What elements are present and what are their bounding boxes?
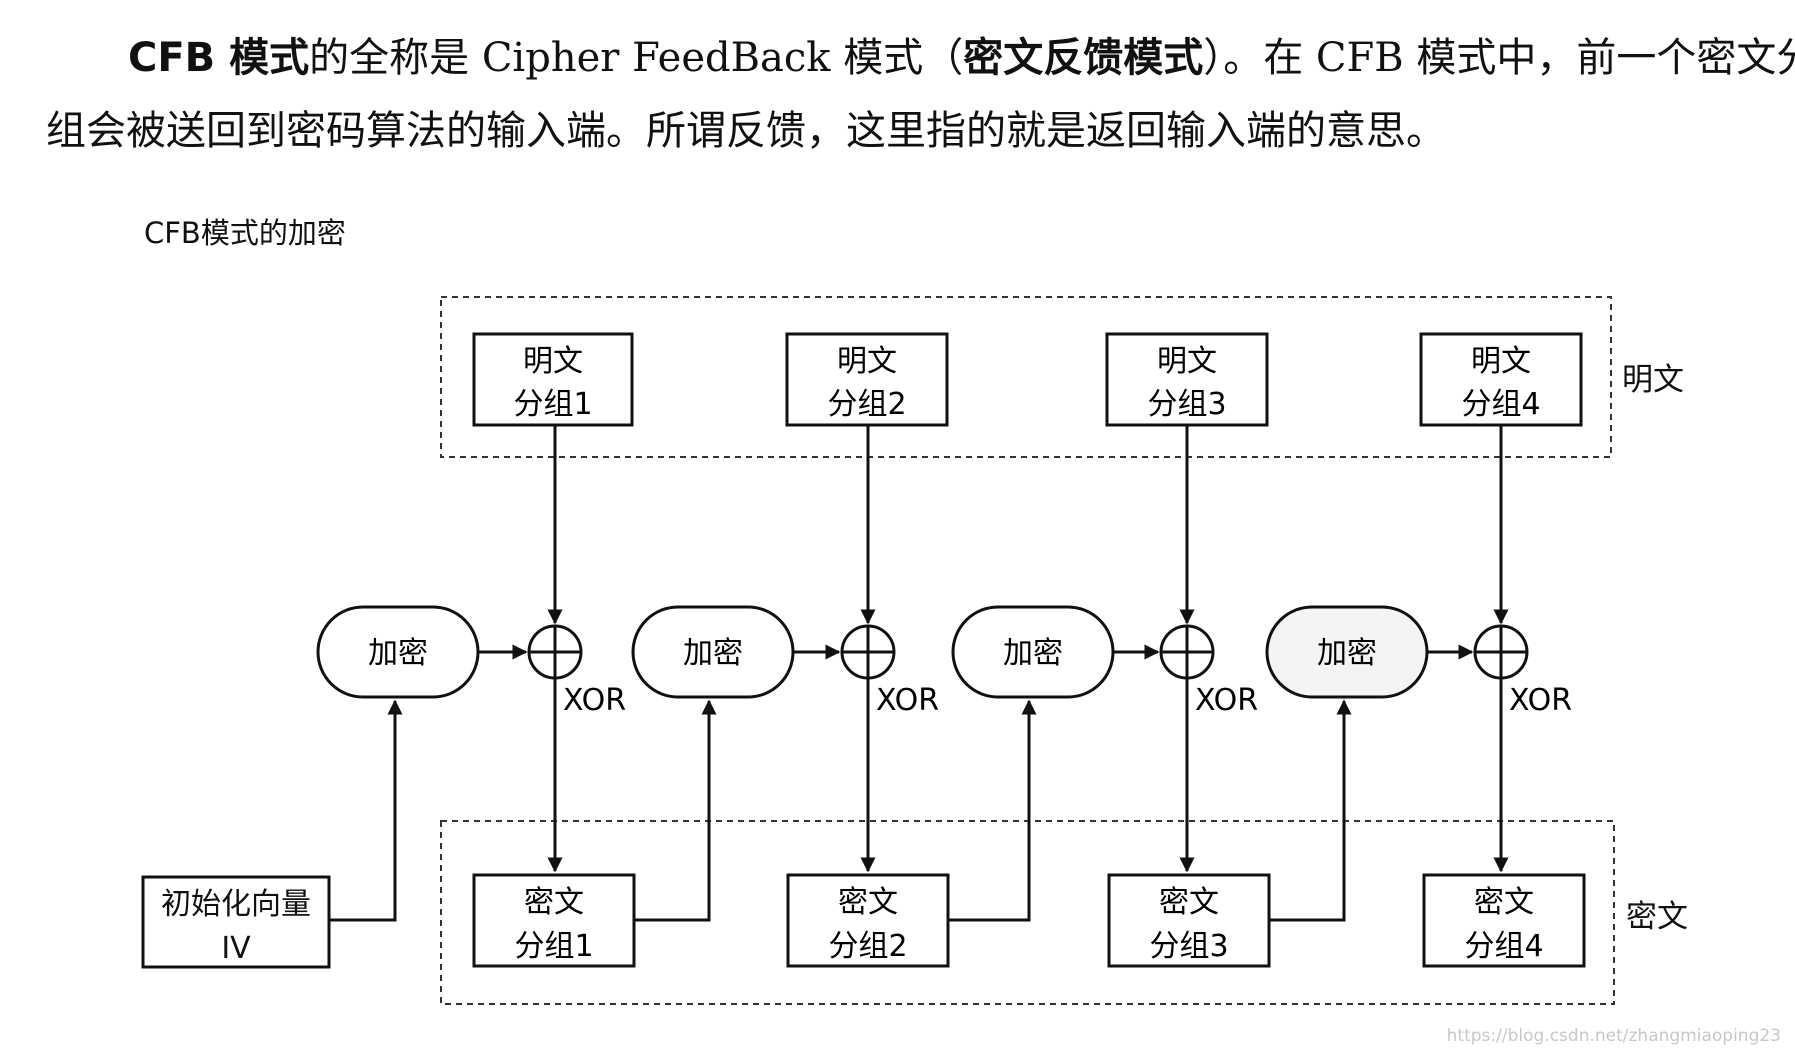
intro-line-2: 组会被送回到密码算法的输入端。所谓反馈，这里指的就是返回输入端的意思。 [46,108,1446,154]
plaintext-block-line1: 明文 [523,344,583,379]
iv-label-line2: IV [221,931,251,966]
plaintext-block-line1: 明文 [1471,344,1531,379]
xor-label: XOR [1509,683,1572,718]
stage-2: 明文 分组2 加密 XOR 密文 分组2 [631,332,1037,968]
ciphertext-block-line2: 分组2 [828,929,907,964]
intro-line-1: CFB 模式的全称是 Cipher FeedBack 模式（密文反馈模式）。在 … [128,35,1795,81]
ciphertext-block-line2: 分组4 [1464,929,1543,964]
plaintext-block-line2: 分组4 [1461,387,1540,422]
ciphertext-block-line2: 分组1 [514,929,593,964]
encrypt-label: 加密 [1317,636,1377,671]
ciphertext-block-line1: 密文 [1159,885,1219,920]
xor-label: XOR [876,683,939,718]
plaintext-block-line1: 明文 [1157,344,1217,379]
ciphertext-block [1107,873,1271,968]
plaintext-block-line2: 分组2 [827,387,906,422]
iv-box [141,875,331,969]
iv-arrow [329,699,403,922]
feedback-arrow [634,699,717,922]
stage-3: 明文 分组3 加密 XOR 密文 分组3 [951,332,1352,968]
plaintext-block-line2: 分组3 [1147,387,1226,422]
stage-4: 明文 分组4 加密 XOR 密文 分组4 [1265,332,1586,968]
feedback-arrow [948,699,1037,922]
plaintext-block-line2: 分组1 [513,387,592,422]
plaintext-group-label: 明文 [1622,362,1684,398]
ciphertext-block-line1: 密文 [524,885,584,920]
encrypt-label: 加密 [683,636,743,671]
ciphertext-block-line1: 密文 [1474,885,1534,920]
figure-caption: CFB模式的加密 [144,216,346,250]
xor-label: XOR [563,683,626,718]
iv-label-line1: 初始化向量 [161,887,311,922]
ciphertext-block [786,873,950,968]
ciphertext-group-label: 密文 [1626,899,1688,935]
encrypt-label: 加密 [1003,636,1063,671]
plaintext-block [785,332,949,427]
xor-label: XOR [1195,683,1258,718]
stage-1: 明文 分组1 加密 XOR 密文 分组1 [316,332,717,968]
ciphertext-block-line1: 密文 [838,885,898,920]
ciphertext-block-line2: 分组3 [1149,929,1228,964]
ciphertext-block [1422,873,1586,968]
plaintext-block [472,332,634,427]
plaintext-group-frame [440,296,1612,458]
ciphertext-block [472,873,636,968]
watermark: https://blog.csdn.net/zhangmiaoping23 [1446,1026,1781,1046]
feedback-arrow [1269,699,1352,922]
plaintext-block-line1: 明文 [837,344,897,379]
encrypt-label: 加密 [368,636,428,671]
intro-paragraph: CFB 模式的全称是 Cipher FeedBack 模式（密文反馈模式）。在 … [46,22,1795,168]
